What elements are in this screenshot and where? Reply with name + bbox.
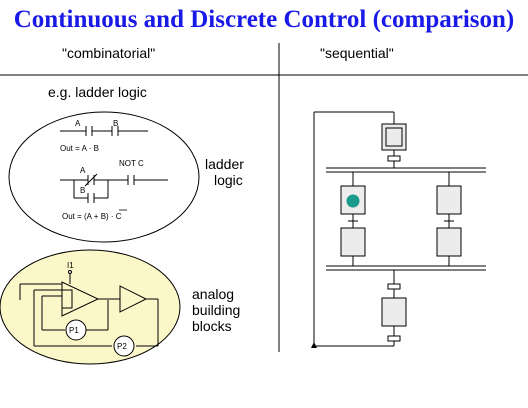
page-title: Continuous and Discrete Control (compari…: [13, 6, 515, 33]
contact-b-label: B: [113, 119, 118, 128]
analog-label-line1: analog: [192, 286, 235, 302]
p1-label: P1: [69, 326, 79, 335]
transition-1: [387, 155, 401, 162]
left-column-header: "combinatorial": [62, 45, 156, 61]
contact-b2-label: B: [80, 186, 85, 195]
step-left-bottom: [340, 227, 366, 257]
analog-ellipse: [0, 249, 181, 365]
ladder-equation-1: Out = A · B: [60, 144, 99, 153]
analog-label-line3: blocks: [192, 318, 232, 334]
step-right-bottom: [436, 227, 462, 257]
ladder-label-line2: logic: [214, 172, 243, 188]
active-token: [346, 194, 360, 208]
right-column-header: "sequential": [320, 45, 394, 61]
transition-3: [387, 335, 401, 342]
contact-a2-label: A: [80, 166, 86, 175]
analog-blocks-diagram: I1 P1 P2: [0, 249, 181, 365]
input-label: I1: [67, 261, 74, 270]
transition-2: [387, 283, 401, 290]
ladder-equation-2: Out = (A + B) · C: [62, 212, 122, 221]
example-label: e.g. ladder logic: [48, 84, 147, 100]
not-c-label: NOT C: [119, 159, 144, 168]
contact-a-label: A: [75, 119, 81, 128]
p1-circle: [65, 319, 87, 341]
step-right-top: [436, 185, 462, 215]
ladder-label-line1: ladder: [205, 156, 244, 172]
p2-label: P2: [117, 342, 127, 351]
ladder-logic-diagram: A B Out = A · B A NOT C B Out = (A + B) …: [8, 111, 200, 243]
sfc-diagram: [311, 111, 486, 348]
p2-circle: [113, 335, 135, 357]
loop-arrow: [311, 342, 317, 348]
ladder-ellipse: [8, 111, 200, 243]
analog-label-line2: building: [192, 302, 241, 318]
step-final: [381, 297, 407, 327]
